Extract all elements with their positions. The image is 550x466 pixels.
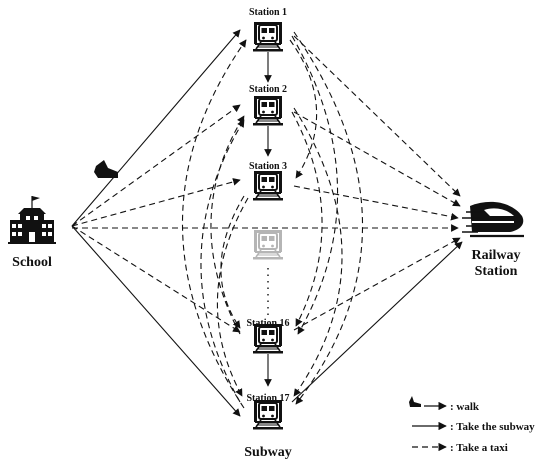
school-node[interactable]: School (8, 196, 56, 270)
station-1-node[interactable]: Station 1 (249, 7, 287, 53)
taxi-curve-station2-station16 (291, 111, 323, 327)
school-building-icon (8, 196, 56, 244)
legend-subway: : Take the subway (412, 421, 535, 433)
taxi-curve-station16-station2 (210, 115, 245, 335)
station-17-node[interactable]: Station 17 (246, 393, 290, 431)
station-3-node[interactable]: Station 3 (249, 161, 287, 202)
taxi-curve-station3-station17 (216, 197, 249, 397)
legend-taxi-label: : Take a taxi (450, 442, 508, 454)
legend-taxi: : Take a taxi (412, 442, 508, 454)
railway-label-line2: Station (475, 264, 518, 279)
taxi-curve-station2-station17 (293, 107, 343, 397)
taxi-curve-station17-station2 (200, 119, 245, 403)
railway-label-line1: Railway (472, 248, 521, 263)
walk-edge-school-station17 (71, 225, 241, 417)
railway-station-node[interactable]: Railway Station (462, 201, 524, 279)
taxi-edge-station1-railway (293, 35, 461, 197)
hidden-station-node (252, 229, 284, 261)
station-17-label: Station 17 (246, 393, 289, 404)
bullet-train-icon (462, 201, 524, 238)
taxi-curve-station1-station17 (293, 31, 363, 405)
station-2-label: Station 2 (249, 84, 287, 95)
subway-train-icon (252, 170, 284, 202)
faded-train-icon (252, 229, 284, 261)
taxi-curve-station17-station1 (182, 39, 247, 409)
subway-label: Subway (244, 445, 291, 460)
legend-subway-label: : Take the subway (450, 421, 535, 433)
walk-edge-school-station1 (71, 29, 241, 227)
legend-walk: : walk (409, 396, 480, 413)
taxi-edge-school-station2 (71, 104, 241, 227)
boot-icon (409, 396, 421, 407)
taxi-edge-station2-railway (293, 111, 461, 207)
station-1-label: Station 1 (249, 7, 287, 18)
subway-train-icon (252, 95, 284, 127)
station-16-node[interactable]: Station 16 (246, 318, 290, 355)
taxi-curve-station1-station3 (289, 39, 318, 179)
legend: : walk : Take the subway : Take a taxi (409, 396, 535, 454)
taxi-curve-station3-station16 (220, 195, 245, 329)
station-2-node[interactable]: Station 2 (249, 84, 287, 127)
legend-walk-label: : walk (450, 401, 480, 413)
station-16-label: Station 16 (246, 318, 289, 329)
subway-edge-station17-railway (291, 241, 463, 403)
taxi-edge-station3-railway (293, 185, 459, 221)
taxi-curve-station1-station16 (291, 35, 339, 335)
school-label: School (12, 255, 52, 270)
taxi-edge-station16-railway (293, 237, 461, 331)
boot-icon (94, 160, 118, 178)
subway-train-icon (252, 21, 284, 53)
subway-train-icon (252, 399, 284, 431)
taxi-edge-school-station16 (71, 225, 241, 333)
taxi-edge-school-station3 (71, 178, 241, 227)
station-3-label: Station 3 (249, 161, 287, 172)
